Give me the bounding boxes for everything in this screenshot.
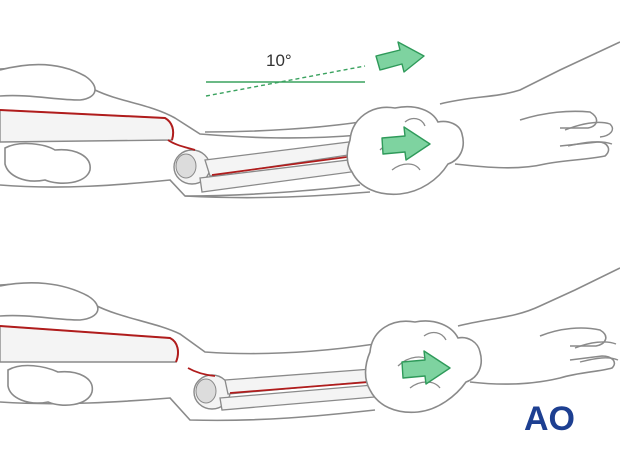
- forearm-fracture-line-top: [211, 154, 363, 176]
- traction-arrow-hand-bottom: [401, 350, 451, 385]
- elbow-condyle-inner-top: [175, 153, 197, 179]
- ao-logo: AO: [524, 400, 575, 438]
- upper-arm-lower-outline: [0, 179, 371, 199]
- humerus-fracture-line-bottom: [0, 325, 179, 363]
- traction-arrow-hand-top: [381, 126, 431, 161]
- patient-hand-top: [439, 41, 620, 169]
- humerus-fracture-line-top: [0, 109, 175, 141]
- patient-fingers-top: [564, 121, 614, 147]
- helper-fingers-top: [4, 142, 91, 184]
- helper-hand-bottom-upper: [0, 282, 99, 321]
- angle-label: 10°: [266, 51, 292, 70]
- traction-arrow-upper-top: [375, 41, 425, 73]
- top-panel: 10°: [0, 41, 620, 199]
- patient-fingers-bottom: [574, 341, 619, 363]
- helper-hand-top-upper: [0, 63, 96, 101]
- helper-fingers-bottom: [7, 364, 94, 406]
- bottom-panel: [0, 267, 620, 422]
- forearm-outline-top: [184, 121, 361, 197]
- angle-tilt-line: [205, 65, 366, 97]
- elbow-condyle-inner-bottom: [195, 378, 217, 404]
- fracture-fragment-top: [167, 139, 196, 151]
- fracture-fragment-bottom: [187, 367, 216, 377]
- forearm-fracture-line-bottom: [229, 380, 383, 394]
- patient-hand-bottom: [457, 267, 620, 385]
